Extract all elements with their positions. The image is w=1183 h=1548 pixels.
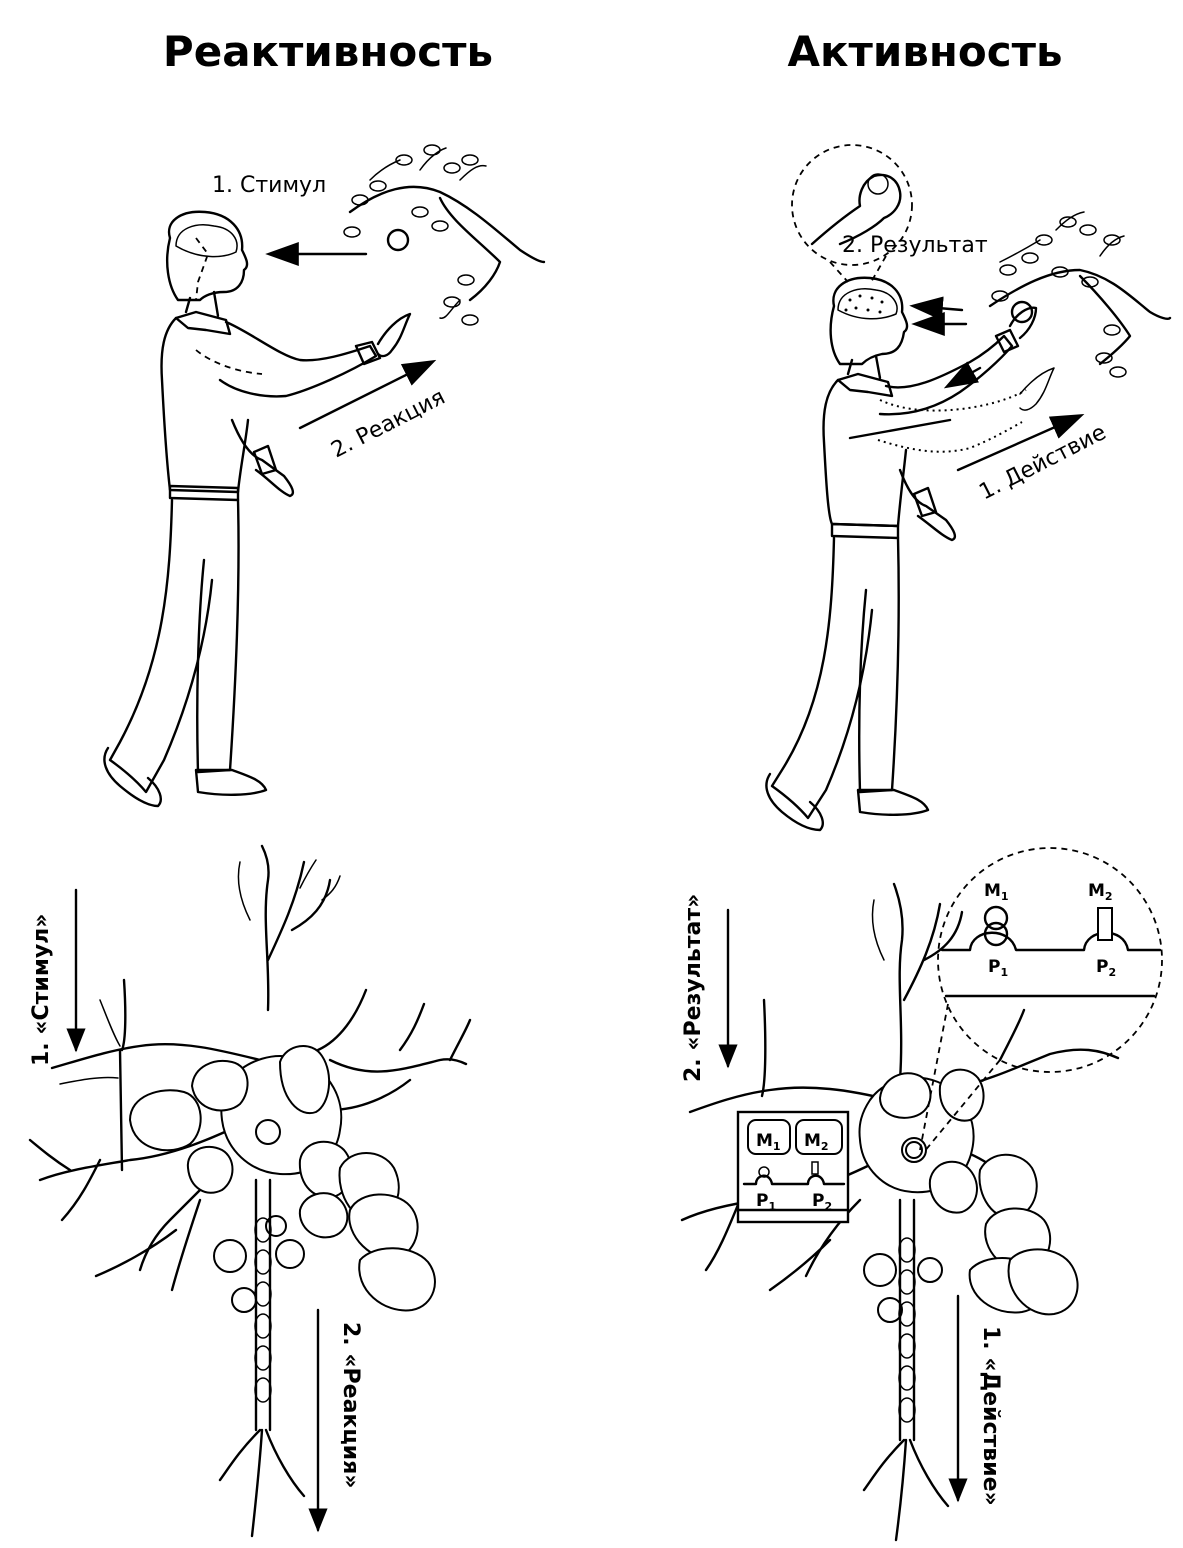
neuron-left xyxy=(28,844,472,1538)
inset-m2: M2 xyxy=(1088,881,1113,903)
label-reaction-neuron: 2. «Реакция» xyxy=(338,1322,363,1488)
synapse-box-p2-subscript: 2 xyxy=(824,1200,832,1213)
inset-p2: P2 xyxy=(1096,957,1116,979)
label-stimulus-neuron: 1. «Стимул» xyxy=(29,914,54,1067)
label-result-neuron: 2. «Результат» xyxy=(681,894,706,1082)
inset-m1: M1 xyxy=(984,881,1009,903)
inset-p2-subscript: 2 xyxy=(1108,966,1116,979)
title-activity: Активность xyxy=(787,27,1062,76)
label-result-top: 2. Результат xyxy=(842,233,988,258)
synapse-box-m2-subscript: 2 xyxy=(821,1140,829,1153)
tree-branch-right xyxy=(988,211,1172,378)
title-reactivity: Реактивность xyxy=(163,27,493,76)
label-action-neuron: 1. «Действие» xyxy=(978,1326,1003,1506)
result-inset-circle xyxy=(791,144,913,285)
apple-icon-picked xyxy=(1010,300,1034,324)
synapse-box xyxy=(736,1110,850,1224)
inset-p1-subscript: 1 xyxy=(1000,966,1008,979)
synapse-magnified-inset xyxy=(919,847,1163,1153)
arrow-action-top xyxy=(956,414,1085,472)
label-reaction-top: 2. Реакция xyxy=(327,385,449,464)
neuron-right xyxy=(680,882,1120,1542)
inset-m1-subscript: 1 xyxy=(1001,890,1009,903)
inset-m2-subscript: 2 xyxy=(1105,890,1113,903)
reactive-man-figure xyxy=(103,210,412,808)
inset-p1: P1 xyxy=(988,957,1008,979)
synapse-box-m1-subscript: 1 xyxy=(773,1140,781,1153)
label-stimulus-top: 1. Стимул xyxy=(212,173,326,198)
tree-branch-left xyxy=(343,144,546,326)
synapse-box-p1-subscript: 1 xyxy=(768,1200,776,1213)
arrow-reaction-top xyxy=(298,359,437,430)
apple-icon xyxy=(386,228,410,252)
active-man-figure xyxy=(765,276,1055,832)
